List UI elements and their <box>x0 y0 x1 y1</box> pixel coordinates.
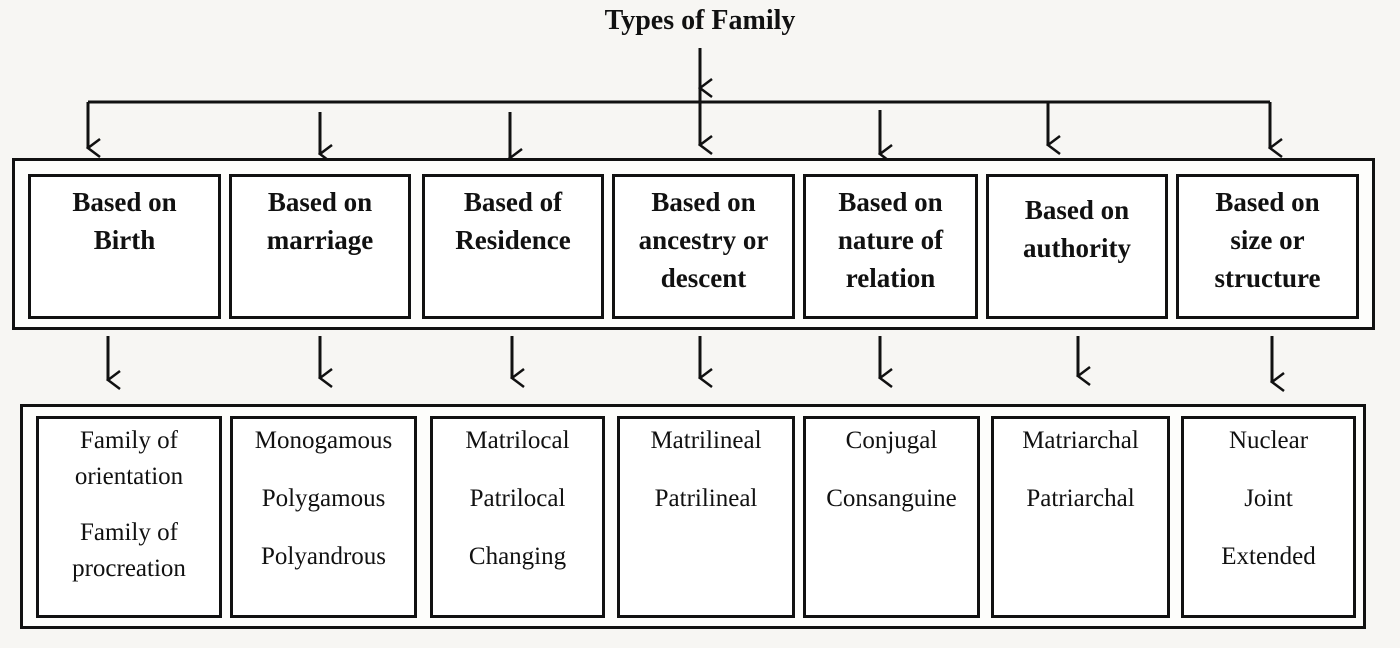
types-box-birth: Family of orientation Family of procreat… <box>36 416 222 618</box>
type-item: Patriarchal <box>1026 485 1135 512</box>
category-label-line: authority <box>1023 233 1131 263</box>
category-box-ancestry: Based on ancestry or descent <box>612 174 795 319</box>
type-item: Family of orientation <box>74 427 184 490</box>
type-item: Family of procreation <box>72 519 186 582</box>
category-box-relation: Based on nature of relation <box>803 174 978 319</box>
category-label-line: Based on <box>1024 195 1130 225</box>
category-label-line: ancestry or <box>638 225 769 255</box>
category-label-line: nature of <box>837 225 944 255</box>
type-item: Matrilineal <box>650 427 762 454</box>
type-item: Conjugal <box>845 427 938 454</box>
type-item: Patrilocal <box>469 485 566 512</box>
category-label-line: Birth <box>93 225 156 255</box>
types-box-authority: Matriarchal Patriarchal <box>991 416 1170 618</box>
types-box-residence: Matrilocal Patrilocal Changing <box>430 416 605 618</box>
type-item: Consanguine <box>826 485 957 512</box>
category-label-line: relation <box>845 263 936 293</box>
category-label-line: Based on <box>267 187 373 217</box>
category-label-line: marriage <box>266 225 374 255</box>
category-label-line: size or <box>1230 225 1305 255</box>
types-box-relation: Conjugal Consanguine <box>803 416 980 618</box>
type-item: Nuclear <box>1228 427 1309 454</box>
type-item: Matriarchal <box>1022 427 1139 454</box>
category-label-line: Based on <box>72 187 177 217</box>
category-label-line: Based on <box>651 187 756 217</box>
type-item: Joint <box>1244 485 1293 512</box>
type-item: Extended <box>1221 543 1316 570</box>
category-box-size: Based on size or structure <box>1176 174 1359 319</box>
category-label-line: Residence <box>455 225 571 255</box>
category-box-residence: Based of Residence <box>422 174 604 319</box>
types-box-marriage: Monogamous Polygamous Polyandrous <box>230 416 417 618</box>
type-item: Polyandrous <box>261 543 386 570</box>
category-label-line: descent <box>660 263 747 293</box>
diagram-title: Types of Family <box>604 5 796 36</box>
category-box-birth: Based on Birth <box>28 174 221 319</box>
type-item: Matrilocal <box>465 427 570 454</box>
types-box-size: Nuclear Joint Extended <box>1181 416 1356 618</box>
type-item: Polygamous <box>261 485 386 512</box>
category-label-line: Based on <box>1215 187 1320 217</box>
category-box-marriage: Based on marriage <box>229 174 411 319</box>
category-label-line: structure <box>1214 263 1321 293</box>
type-item: Monogamous <box>254 427 393 454</box>
type-item: Patrilineal <box>654 485 758 512</box>
type-item: Changing <box>468 543 567 570</box>
category-label-line: Based of <box>463 187 563 217</box>
category-label-line: Based on <box>838 187 943 217</box>
category-box-authority: Based on authority <box>986 174 1168 319</box>
types-box-ancestry: Matrilineal Patrilineal <box>617 416 795 618</box>
